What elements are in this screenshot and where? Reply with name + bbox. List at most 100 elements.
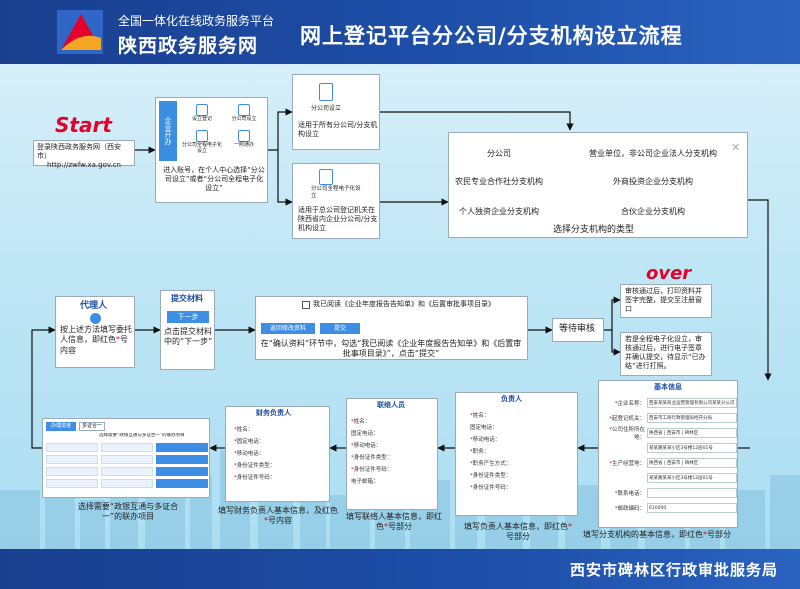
form-field-label: *职务： [470,449,490,455]
form-field-label: *身份证件类型： [351,455,393,461]
list-item[interactable] [101,455,153,464]
contact-panel: 联络人员 *姓名：固定电话：*移动电话：*身份证件类型：*身份证件号码：电子邮箱… [346,398,438,510]
form-field-label: *职务产生方式： [470,461,512,467]
finance-panel: 财务负责人 *姓名：*固定电话：*移动电话：*身份证件类型：*身份证件号码： [225,406,330,502]
type-option[interactable]: 合伙企业分支机构 [621,207,685,216]
finance-header: 财务负责人 [256,409,291,417]
leader-header: 负责人 [501,395,522,403]
form-field-row: *固定电话： [234,435,328,447]
form-field-row: *姓名： [351,415,437,427]
list-item[interactable] [156,479,208,488]
list-item[interactable] [101,443,153,452]
start-login-box[interactable]: 登录陕西政务服务网（西安市） http://zwfw.xa.gov.cn [33,140,135,169]
checkbox-icon[interactable] [302,301,310,309]
form-field-row: *联系电话： [601,485,737,500]
leader-caption: 填写负责人基本信息，即红色*号部分 [464,522,572,542]
type-option[interactable]: 外商投资企业分支机构 [613,177,693,186]
linked-items [46,443,208,488]
confirm-submit-button[interactable]: 提交 [320,323,360,334]
choice-branch-electronic[interactable]: 分公司全程电子化设立 适用于总公司登记机关在陕西省内企业分公司/分支机构设立 [292,163,380,239]
form-field-label: *联系电话： [614,490,645,497]
result-pass-text: 审核通过后，打印资料并签字完整，提交至注册窗口 [625,287,702,314]
start-login-text: 登录陕西政务服务网（西安市） [37,143,121,161]
finance-fields: *姓名：*固定电话：*移动电话：*身份证件类型：*身份证件号码： [234,423,328,483]
entry-icon-one-license[interactable]: 一照通办 [224,129,264,160]
form-field-input[interactable]: 某某路某某小区3号楼12层01号 [647,442,737,453]
basic-info-header: 基本信息 [654,383,682,391]
form-field-input[interactable]: 陕西省 | 西安市 | 碑林区 [647,457,737,468]
form-field-row: *职务： [470,445,578,457]
entry-side-tab[interactable]: 企业开办 [159,101,177,161]
form-field-label: *身份证件号码： [470,485,512,491]
list-item[interactable] [156,455,208,464]
form-field-input[interactable]: 某某路某某小区3号楼12层01号 [647,472,737,483]
result-pass-box: 审核通过后，打印资料并签字完整，提交至注册窗口 [620,284,712,318]
basic-info-panel: 基本信息 *企业名称：西安某某商业运营管理有限公司某某分公司*起登记机关：西安市… [598,380,738,528]
type-option[interactable]: 营业单位，非公司企业法人分支机构 [589,149,717,158]
form-field-row: 某某路某某小区3号楼12层01号 [601,470,737,485]
form-field-input[interactable]: 陕西省 | 西安市 | 碑林区 [647,427,737,438]
entry-panel: 企业开办 设立登记 分公司设立 分公司全程电子化设立 一照通办 [155,97,268,203]
form-field-label: *移动电话： [351,443,382,449]
type-option[interactable]: 分公司 [487,149,511,158]
tab-multi-cert[interactable]: 多证合一 [79,422,106,431]
choice-bottom-desc: 适用于总公司登记机关在陕西省内企业分公司/分支机构设立 [298,206,378,233]
form-field-label: *姓名： [470,413,490,419]
document-icon [319,83,333,101]
linked-services-panel: 办理进度 多证合一 选择需要“政银互通与多证合一”的联办项目 [42,418,210,498]
choice-top-desc: 适用于所有分公司/分支机构设立 [298,121,378,139]
svg-text:over: over [646,263,692,284]
form-field-input[interactable]: 610000 [647,502,737,513]
tab-progress[interactable]: 办理进度 [46,422,76,431]
agent-panel: 代理人 按上述方法填写委托人信息，即红色*号内容 [55,296,135,368]
list-item[interactable] [156,443,208,452]
back-edit-button[interactable]: 返回修改资料 [261,323,315,334]
choice-top-title: 分公司设立 [311,105,342,112]
footer-agency: 西安市碑林区行政审批服务局 [569,561,778,579]
form-field-label: *固定电话： [234,439,265,445]
list-item[interactable] [46,443,98,452]
next-step-button[interactable]: 下一步 [167,311,209,323]
list-item[interactable] [156,467,208,476]
form-field-label: 电子邮箱： [351,479,379,485]
type-option[interactable]: 个人独资企业分支机构 [459,207,539,216]
page-footer: 西安市碑林区行政审批服务局 [0,549,800,589]
form-field-row: *身份证件号码： [470,481,578,493]
form-field-row: *身份证件类型： [470,469,578,481]
form-field-row: *移动电话： [351,439,437,451]
entry-caption: 进入账号，在个人中心选择“分公司设立”或者“分公司全程电子化设立” [163,166,265,193]
form-field-label: 固定电话： [470,425,498,431]
form-field-label: *邮政编码： [614,505,645,512]
form-field-input[interactable] [647,487,737,498]
form-field-input[interactable]: 西安某某商业运营管理有限公司某某分公司 [647,397,737,408]
form-field-row: *邮政编码：610000 [601,500,737,515]
list-item[interactable] [101,467,153,476]
finance-caption: 填写财务负责人基本信息，及红色*号内容 [218,506,338,526]
page-header: 全国一体化在线政务服务平台 陕西政务服务网 网上登记平台分公司/分支机构设立流程 [0,0,800,64]
list-item[interactable] [46,467,98,476]
list-item[interactable] [46,479,98,488]
close-icon[interactable]: ✕ [731,141,741,154]
form-field-input[interactable]: 西安市工商行政管理局经开分局 [647,412,737,423]
agent-desc: 按上述方法填写委托人信息，即红色*号内容 [60,325,132,355]
type-option[interactable]: 农民专业合作社分支机构 [455,177,543,186]
start-login-url[interactable]: http://zwfw.xa.gov.cn [47,161,121,170]
entry-icon-branch[interactable]: 分公司设立 [224,104,264,128]
list-item[interactable] [46,455,98,464]
form-field-row: *移动电话： [470,433,578,445]
form-field-row: *姓名： [470,409,578,421]
form-field-label: *身份证件类型： [470,473,512,479]
form-field-label: *身份证件号码： [234,475,276,481]
list-item[interactable] [101,479,153,488]
agent-title: 代理人 [80,301,108,311]
choice-branch-standard[interactable]: 分公司设立 适用于所有分公司/分支机构设立 [292,74,380,150]
form-field-row: 固定电话： [351,427,437,439]
entry-icon-registration[interactable]: 设立登记 [182,104,222,128]
form-field-row: *身份证件号码： [234,471,328,483]
form-field-row: *生产经营地：陕西省 | 西安市 | 碑林区 [601,455,737,470]
linked-header: 选择需要“政银互通与多证合一”的联办项目 [99,433,185,438]
form-field-row: *移动电话： [234,447,328,459]
entry-icon-branch-electronic[interactable]: 分公司全程电子化设立 [182,129,222,160]
basic-info-fields: *企业名称：西安某某商业运营管理有限公司某某分公司*起登记机关：西安市工商行政管… [601,395,737,515]
